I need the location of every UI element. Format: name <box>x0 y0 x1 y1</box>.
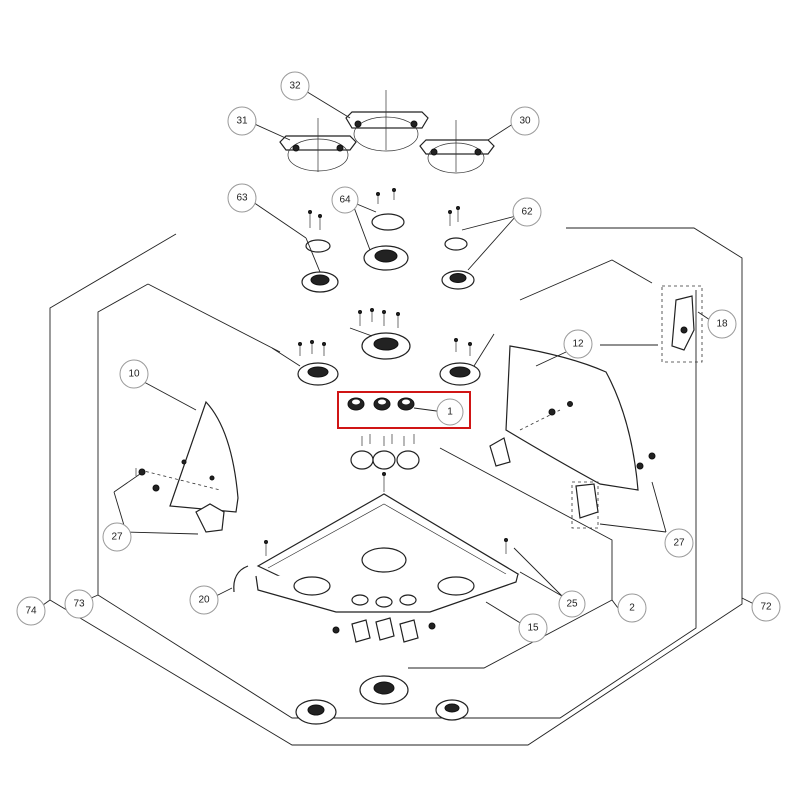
hinge-detail-18 <box>571 285 711 529</box>
svg-text:2: 2 <box>629 603 635 614</box>
callout-74: 74 <box>16 596 46 626</box>
callout-27-left: 27 <box>102 522 132 552</box>
svg-text:20: 20 <box>198 595 210 606</box>
pan-support-30 <box>419 120 495 174</box>
callout-18: 18 <box>707 309 737 339</box>
svg-text:18: 18 <box>716 319 728 330</box>
callout-1: 1 <box>436 398 464 426</box>
callout-72: 72 <box>751 592 781 622</box>
callout-10: 10 <box>119 359 149 389</box>
cooktop-tray-15 <box>255 472 520 613</box>
callout-73: 73 <box>64 589 94 619</box>
frame-74-outline <box>49 227 743 746</box>
frame-inner-line <box>147 283 281 353</box>
svg-text:30: 30 <box>519 116 531 127</box>
callout-31: 31 <box>227 106 257 136</box>
frame-outlines <box>49 227 743 746</box>
svg-text:62: 62 <box>521 207 533 218</box>
bottom-burner-bases <box>295 675 469 725</box>
highlight-box-part-1 <box>337 391 471 429</box>
frame-72-outline <box>519 259 653 301</box>
callout-32: 32 <box>280 71 310 101</box>
svg-text:74: 74 <box>25 606 37 617</box>
knob-bezels <box>350 434 420 470</box>
svg-text:63: 63 <box>236 193 248 204</box>
svg-text:27: 27 <box>673 538 685 549</box>
control-knobs <box>347 397 445 413</box>
svg-text:1: 1 <box>447 407 453 418</box>
svg-text:64: 64 <box>339 195 351 206</box>
callout-63: 63 <box>227 183 257 213</box>
svg-text:25: 25 <box>566 599 578 610</box>
svg-text:27: 27 <box>111 532 123 543</box>
svg-text:12: 12 <box>572 339 584 350</box>
right-glass-lid-12 <box>489 345 656 519</box>
pan-support-32 <box>345 90 429 152</box>
burner-set-62 <box>441 206 475 290</box>
burner-set-63 <box>301 210 339 293</box>
svg-text:72: 72 <box>760 602 772 613</box>
svg-text:31: 31 <box>236 116 248 127</box>
left-glass-lid-10 <box>135 400 239 533</box>
callout-30: 30 <box>510 106 540 136</box>
callout-27-right: 27 <box>664 528 694 558</box>
callout-25: 25 <box>558 590 586 618</box>
callout-12: 12 <box>563 329 593 359</box>
svg-text:32: 32 <box>289 81 301 92</box>
valve-brackets <box>332 617 436 643</box>
pan-support-31 <box>279 118 357 172</box>
callout-15: 15 <box>518 613 548 643</box>
gas-hose-20 <box>233 565 249 593</box>
callout-2: 2 <box>617 593 647 623</box>
svg-text:15: 15 <box>527 623 539 634</box>
callout-62: 62 <box>512 197 542 227</box>
svg-text:10: 10 <box>128 369 140 380</box>
callout-leaders <box>35 89 755 625</box>
svg-text:73: 73 <box>73 599 85 610</box>
burner-bodies <box>271 308 495 386</box>
callout-20: 20 <box>189 585 219 615</box>
burner-set-64 <box>363 188 409 271</box>
callout-64: 64 <box>331 186 359 214</box>
frame-73-outline <box>97 283 697 719</box>
